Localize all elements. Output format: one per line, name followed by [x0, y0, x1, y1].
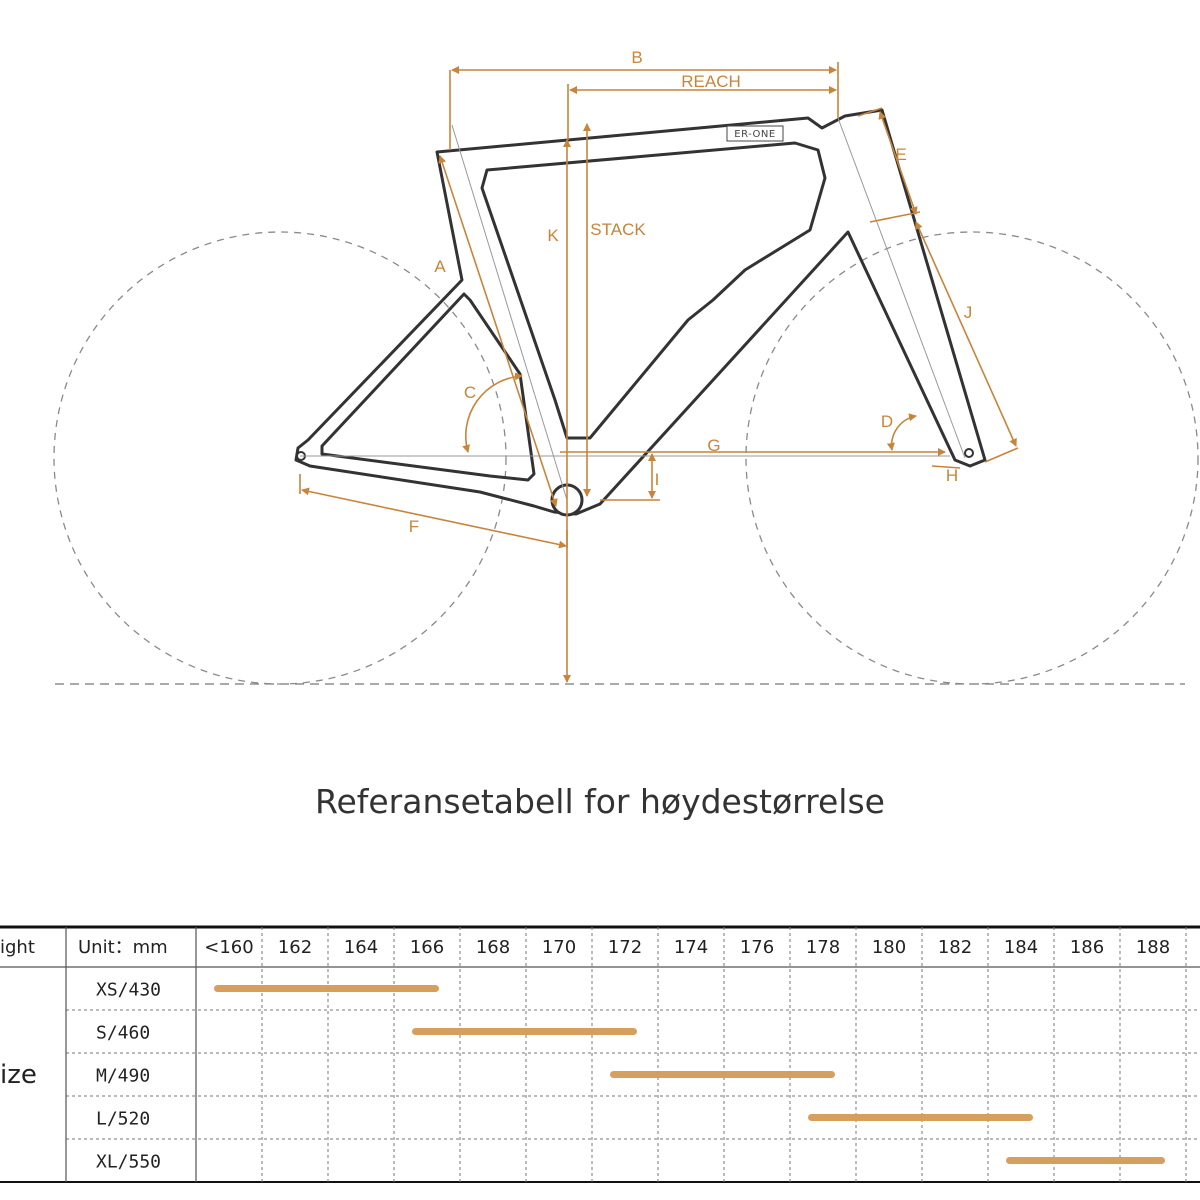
height-header: 174 [674, 937, 708, 958]
label-j: J [964, 303, 973, 322]
page-title: Referansetabell for høydestørrelse [315, 782, 885, 821]
table-grid [0, 925, 1200, 1183]
brand-logo: ER-ONE [726, 125, 784, 142]
dim-a [438, 155, 558, 507]
size-range-bar [1006, 1157, 1165, 1164]
label-reach: REACH [681, 72, 741, 91]
label-b: B [631, 48, 642, 67]
label-i: I [655, 470, 660, 489]
height-header: 182 [938, 937, 972, 958]
size-label: XL/550 [96, 1152, 161, 1173]
front-axle [964, 448, 974, 458]
label-f: F [409, 517, 419, 536]
label-a: A [434, 257, 446, 276]
bike-frame [294, 108, 987, 516]
label-c: C [464, 383, 476, 402]
size-range-bar [412, 1028, 637, 1035]
size-range-bar [808, 1114, 1033, 1121]
height-header: 184 [1004, 937, 1038, 958]
height-header: <160 [204, 937, 253, 958]
dim-f [301, 487, 567, 549]
size-chart-table: ight Unit：mm ize <160 162 164 166 168 170 172 1… [0, 925, 1200, 1183]
size-label: M/490 [96, 1066, 150, 1087]
brand-text: ER-ONE [734, 129, 775, 140]
bike-geometry-diagram: ER-ONE [53, 48, 1199, 685]
front-wheel [745, 231, 1199, 685]
size-range-bar [214, 985, 439, 992]
unit-label: Unit：mm [78, 937, 168, 958]
size-label: XS/430 [96, 980, 161, 1001]
dim-e [878, 111, 918, 215]
size-label: S/460 [96, 1023, 150, 1044]
height-header: 178 [806, 937, 840, 958]
table-text: ight Unit：mm ize <160 162 164 166 168 170 172 1… [0, 937, 1170, 1173]
dim-j [915, 221, 1017, 447]
side-label: ize [0, 1060, 37, 1090]
rear-wheel [53, 231, 507, 685]
label-e: E [895, 145, 906, 164]
height-header: 162 [278, 937, 312, 958]
corner-label: ight [0, 937, 35, 958]
dim-c [462, 372, 523, 453]
height-header: 188 [1136, 937, 1170, 958]
dimension-lines [299, 62, 1019, 683]
label-d: D [881, 412, 893, 431]
size-range-bar [610, 1071, 835, 1078]
table-bars [214, 985, 1165, 1164]
size-label: L/520 [96, 1109, 150, 1130]
dim-d [886, 413, 917, 451]
height-header: 172 [608, 937, 642, 958]
height-header: 180 [872, 937, 906, 958]
height-header: 170 [542, 937, 576, 958]
height-header: 176 [740, 937, 774, 958]
label-h: H [946, 466, 958, 485]
height-header: 186 [1070, 937, 1104, 958]
label-stack: STACK [590, 220, 646, 239]
height-header: 166 [410, 937, 444, 958]
height-header: 168 [476, 937, 510, 958]
label-k: K [547, 226, 559, 245]
label-g: G [707, 436, 720, 455]
height-header: 164 [344, 937, 378, 958]
